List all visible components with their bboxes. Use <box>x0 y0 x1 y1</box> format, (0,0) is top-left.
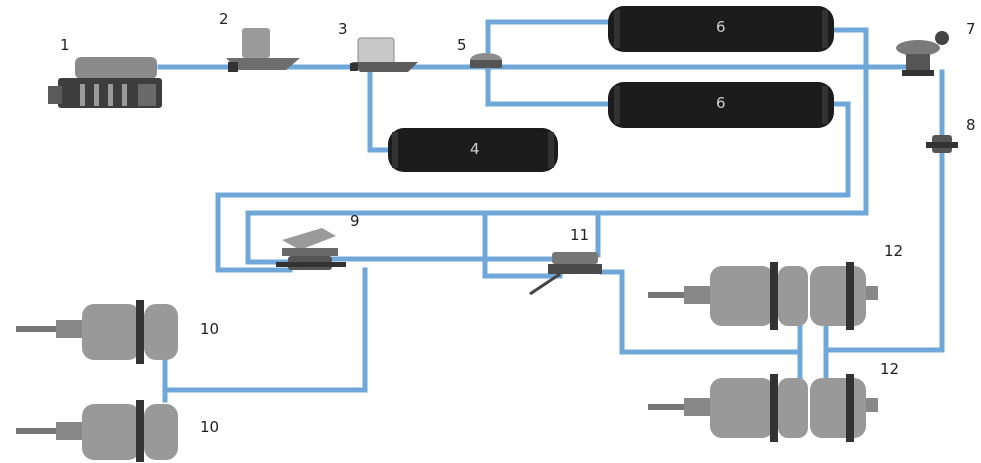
label-front-chamber-bottom: 10 <box>200 418 220 436</box>
label-unloader-valve: 2 <box>219 10 229 28</box>
label-rear-chamber-bottom: 12 <box>880 360 900 378</box>
air-dryer <box>350 37 418 72</box>
label-air-dryer: 3 <box>338 20 348 38</box>
service-tank-top <box>608 6 834 52</box>
front-chamber-line <box>162 267 368 393</box>
park-control-valve <box>896 31 949 76</box>
front-brake-chamber-bottom <box>16 400 178 462</box>
line-to-wet-tank <box>367 69 391 153</box>
foot-brake-valve <box>276 228 346 270</box>
label-compressor: 1 <box>60 36 70 54</box>
label-service-tank-top: 6 <box>716 18 726 36</box>
line-to-tank-top <box>485 19 611 65</box>
relay-valve-8 <box>926 135 958 153</box>
label-rear-relay-valve: 11 <box>570 226 590 244</box>
label-front-chamber-top: 10 <box>200 320 220 338</box>
compressor <box>48 57 162 108</box>
air-lines <box>157 19 945 403</box>
mid-branch-line <box>482 210 563 279</box>
label-foot-brake-valve: 9 <box>350 212 360 230</box>
rear-brake-chamber-top <box>648 262 878 330</box>
rear-service-line <box>599 269 803 381</box>
front-brake-chamber-top <box>16 300 178 364</box>
protection-valve <box>470 53 502 68</box>
tank-top-output-line <box>245 27 869 265</box>
label-rear-chamber-top: 12 <box>884 242 904 260</box>
line-to-tank-bottom <box>485 69 611 107</box>
park-line <box>823 69 945 381</box>
unloader-valve <box>226 28 300 72</box>
service-tank-bottom <box>608 82 834 128</box>
label-park-control-valve: 7 <box>966 20 976 38</box>
label-service-tank-bottom: 6 <box>716 94 726 112</box>
label-relay-valve-8: 8 <box>966 116 976 134</box>
tank-bottom-output-line <box>215 101 851 273</box>
wet-tank <box>388 128 558 172</box>
rear-brake-chamber-bottom <box>648 374 878 442</box>
rear-relay-valve <box>529 252 602 296</box>
label-protection-valve: 5 <box>457 36 467 54</box>
label-wet-tank: 4 <box>470 140 480 158</box>
